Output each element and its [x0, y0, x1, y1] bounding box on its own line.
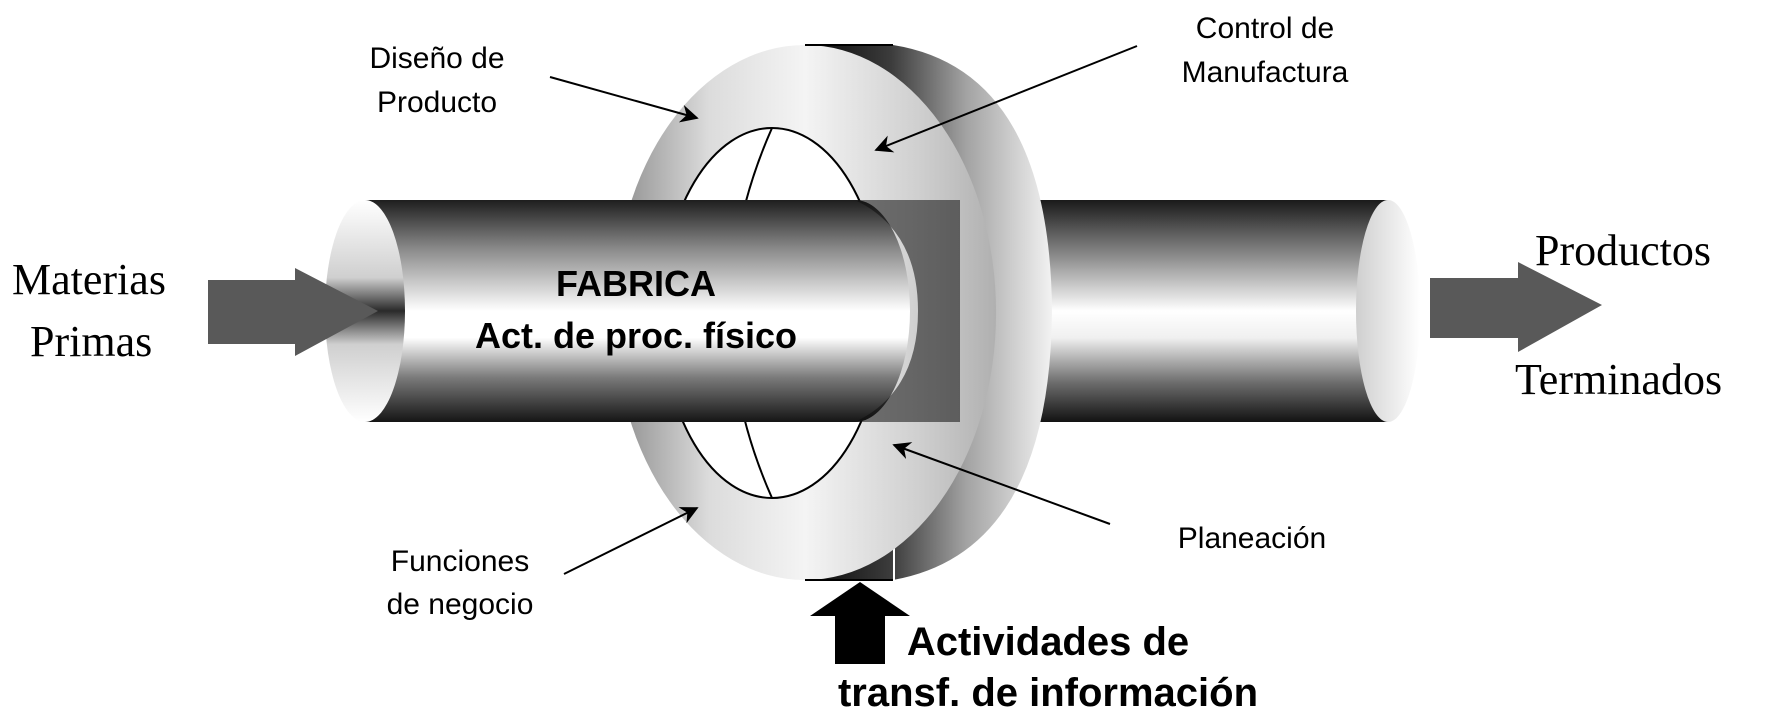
planeacion-label: Planeación: [1178, 522, 1326, 555]
funciones-label-line2: de negocio: [387, 588, 534, 621]
diseno-pointer-arrow: [549, 76, 699, 123]
control-label-line1: Control de: [1196, 12, 1334, 45]
productos-label: Productos: [1535, 226, 1711, 275]
diseno-label-line2: Producto: [377, 86, 497, 119]
planeacion-pointer-arrow: [892, 442, 1111, 525]
control-label-line2: Manufactura: [1182, 56, 1349, 89]
fabrica-subtitle: Act. de proc. físico: [475, 315, 797, 356]
funciones-label-line1: Funciones: [391, 545, 529, 578]
information-arrow: [810, 582, 910, 664]
ring-band-shadow: [855, 200, 960, 422]
input-arrow: [208, 268, 378, 356]
primas-label: Primas: [30, 317, 152, 366]
factory-cylinder: [325, 200, 910, 422]
actividades-label-line1: Actividades de: [907, 620, 1189, 664]
materias-label: Materias: [12, 255, 166, 304]
fabrica-title: FABRICA: [556, 263, 716, 304]
diseno-label-line1: Diseño de: [369, 42, 504, 75]
funciones-pointer-arrow: [563, 507, 699, 575]
terminados-label: Terminados: [1515, 355, 1722, 404]
output-arrow: [1430, 262, 1602, 352]
actividades-label-line2: transf. de información: [838, 671, 1258, 710]
control-pointer-arrow: [874, 45, 1138, 153]
